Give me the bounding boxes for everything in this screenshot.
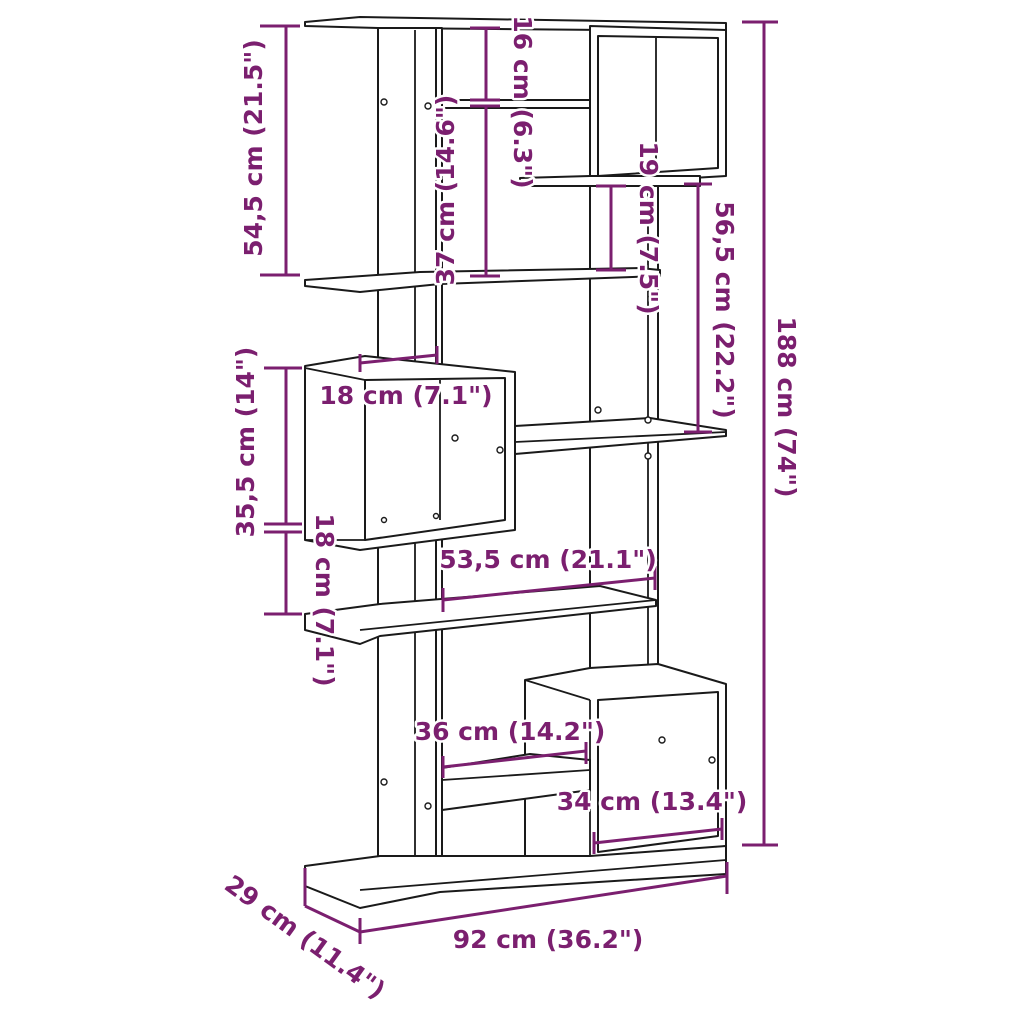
label-total-height: 188 cm (74") [772, 316, 801, 497]
cube-edge [304, 367, 366, 381]
screw-hole [644, 416, 652, 424]
label-left-lower-height: 18 cm (7.1") [310, 513, 339, 686]
label-top-section-height: 54,5 cm (21.5") [239, 39, 268, 257]
label-right-upper-height: 56,5 cm (22.2") [710, 201, 739, 419]
cube-edge [524, 679, 591, 701]
label-total-width: 92 cm (36.2") [453, 925, 644, 954]
shelf-upper [304, 267, 661, 293]
label-top-cube-height: 16 cm (6.3") [508, 15, 537, 188]
screw-hole [432, 512, 440, 520]
screw-hole [708, 756, 716, 764]
screw-hole [644, 452, 652, 460]
top-small-shelf-lower [519, 175, 701, 187]
screw-hole [424, 802, 432, 810]
label-lower-right-width: 34 cm (13.4") [557, 787, 748, 816]
dimension-lines [260, 20, 778, 944]
screw-hole [594, 406, 602, 414]
shelf-lower-left [441, 753, 591, 811]
label-lower-left-width: 36 cm (14.2") [415, 717, 606, 746]
dim-cube-width-line [359, 353, 438, 365]
label-small-gap-height: 19 cm (7.5") [634, 141, 663, 314]
label-upper-compartment-height: 37 cm (14.6") [431, 95, 460, 286]
shelf-edge [514, 431, 727, 443]
label-cube-width: 18 cm (7.1") [319, 381, 492, 410]
screw-hole [424, 102, 432, 110]
screw-hole [380, 98, 388, 106]
dim-lower-left-width-line [442, 749, 587, 769]
label-left-cube-height: 35,5 cm (14") [231, 347, 260, 538]
label-middle-shelf-width: 53,5 cm (21.1") [439, 545, 657, 574]
bookshelf-drawing [304, 16, 727, 909]
shelf-edge [359, 599, 657, 631]
left-cube-inner [364, 377, 506, 541]
screw-hole [451, 434, 459, 442]
screw-hole [380, 778, 388, 786]
shelf-edge [441, 769, 591, 781]
screw-hole [496, 446, 504, 454]
screw-hole [658, 736, 666, 744]
lower-right-cube-inner [597, 691, 719, 853]
dim-depth-line [304, 904, 361, 934]
cube-inner [597, 35, 719, 177]
bottom-edge [359, 859, 727, 891]
dim-middle-shelf-width-line [442, 576, 656, 602]
dim-lower-right-width-line [593, 827, 723, 845]
screw-hole [380, 516, 388, 524]
dim-total-width-line [359, 874, 728, 934]
